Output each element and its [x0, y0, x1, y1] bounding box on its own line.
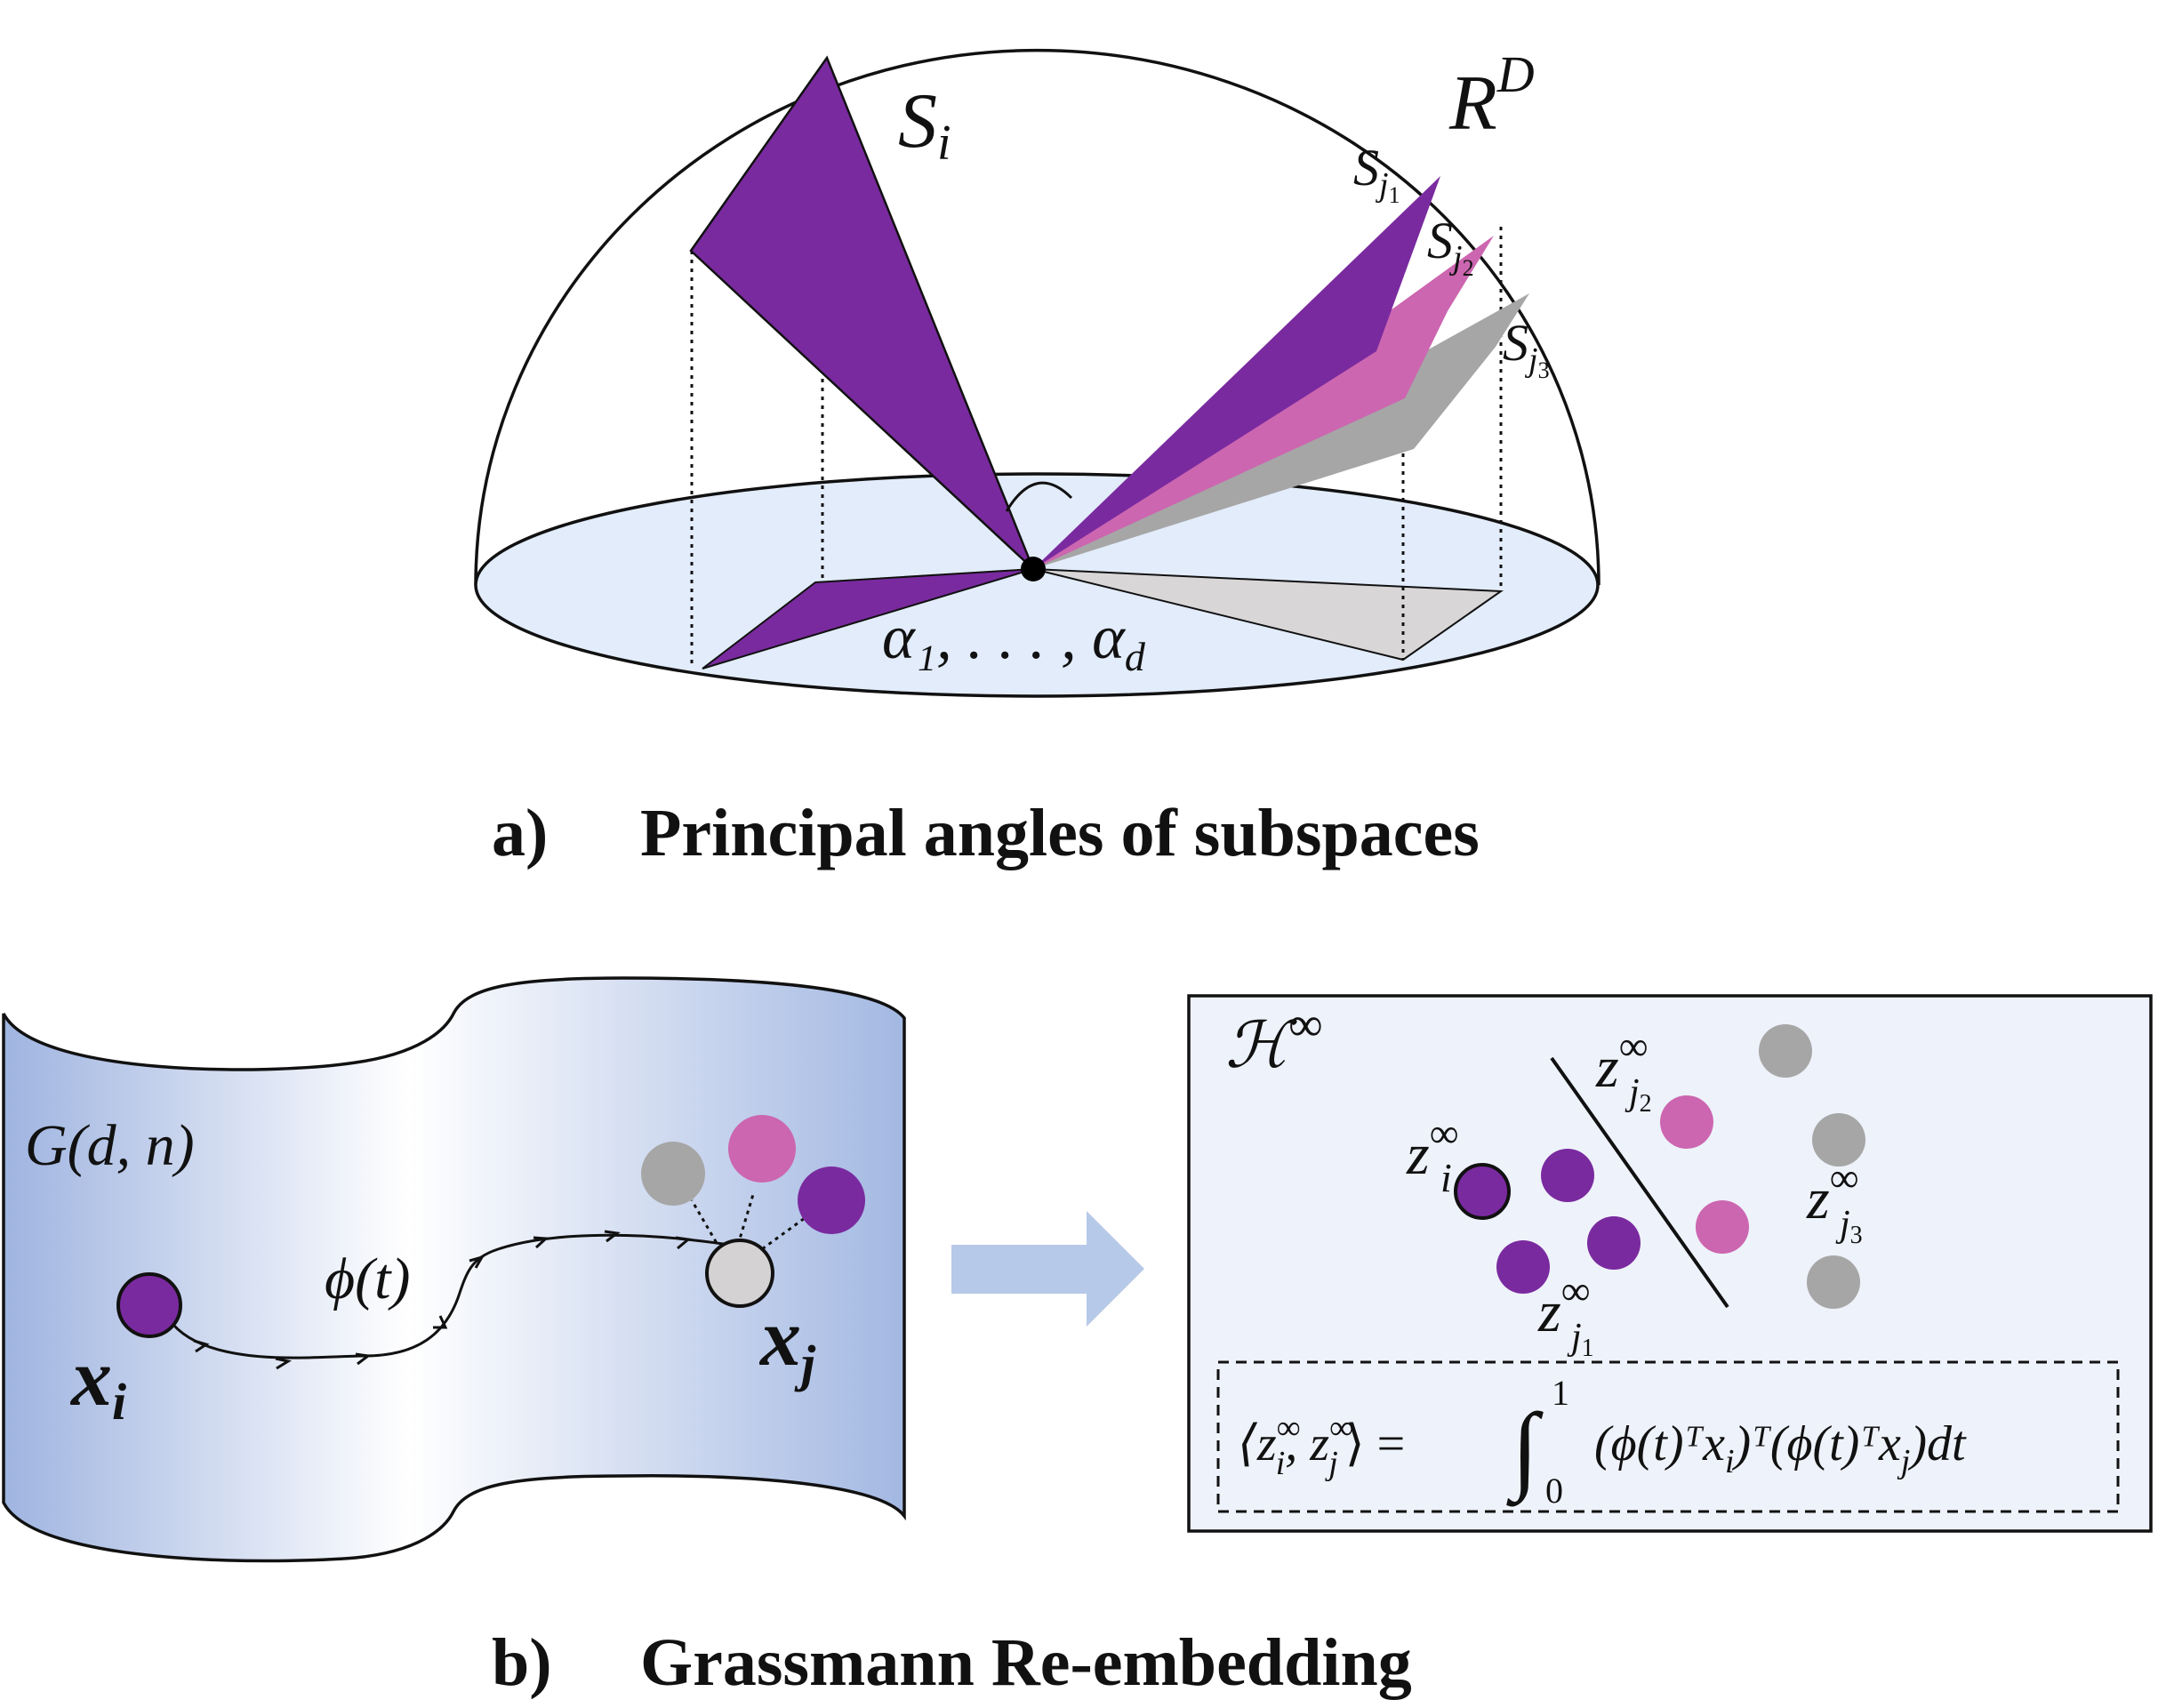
path-direction-arrows	[193, 1230, 692, 1370]
projection-si	[702, 568, 1034, 670]
subspace-sj1	[1033, 176, 1440, 569]
label-zj2: z∞j2	[1595, 1023, 1652, 1118]
embedded-purple-1	[1541, 1149, 1594, 1202]
geodesic-path	[172, 1233, 730, 1359]
caption-b-text: Grassmann Re-embedding	[640, 1625, 1412, 1700]
embedded-zi	[1454, 1163, 1511, 1220]
neighbor-pink	[728, 1115, 796, 1183]
label-manifold: G(d, n)	[25, 1113, 195, 1178]
kernel-lower-limit: 0	[1545, 1471, 1563, 1511]
projection-lines	[690, 227, 1503, 665]
neighbor-gray	[641, 1142, 705, 1206]
embedded-gray-2	[1812, 1113, 1865, 1167]
caption-a-letter: a)	[492, 796, 548, 870]
label-xj: xj	[758, 1292, 816, 1392]
kernel-formula: ⟨z∞i, z∞j⟩ =	[1238, 1409, 1405, 1482]
hemisphere-dome	[474, 48, 1600, 586]
embedded-gray-1	[1759, 1024, 1812, 1078]
embedded-purple-3	[1496, 1240, 1550, 1294]
embedded-pink-1	[1660, 1095, 1713, 1149]
embedded-pink-2	[1696, 1200, 1749, 1254]
label-xi: xi	[69, 1332, 126, 1431]
projection-sj	[1032, 568, 1504, 662]
label-sj3: Sj3	[1503, 314, 1550, 383]
point-xj	[705, 1239, 774, 1308]
point-xi	[116, 1272, 182, 1338]
panel-b-grassmann-reembedding: G(d, n) ϕ(t) xi xj ℋ∞ z∞i z∞j2	[2, 976, 2153, 1700]
embedded-gray-3	[1807, 1255, 1860, 1309]
hilbert-space-box	[1187, 994, 2153, 1533]
origin-point	[1021, 557, 1046, 581]
label-sj1: Sj1	[1353, 139, 1400, 208]
caption-a-text: Principal angles of subspaces	[640, 796, 1480, 870]
label-phi-t: ϕ(t)	[325, 1247, 410, 1311]
label-zi: z∞i	[1406, 1111, 1458, 1200]
label-hilbert: ℋ∞	[1225, 998, 1323, 1081]
label-zj3: z∞j3	[1806, 1155, 1863, 1249]
label-principal-angles: α₁, . . . , αd	[882, 604, 1146, 679]
mapping-arrow	[951, 1211, 1144, 1327]
label-si: Si	[898, 78, 951, 171]
kernel-formula-box	[1216, 1360, 2120, 1513]
neighbor-purple	[798, 1167, 865, 1234]
label-rd: RD	[1448, 45, 1535, 147]
kernel-integrand: (ϕ(t)ᵀxi)ᵀ(ϕ(t)ᵀxj)dt	[1594, 1416, 1967, 1480]
kernel-upper-limit: 1	[1552, 1373, 1569, 1413]
kernel-integral: ∫	[1506, 1393, 1544, 1507]
label-sj2: Sj2	[1427, 212, 1474, 281]
grassmann-manifold	[2, 976, 906, 1563]
panel-a-principal-angles: Si RD Sj1 Sj2 Sj3 α₁, . . . , αd a) Prin…	[474, 45, 1600, 870]
angle-arc	[1005, 481, 1073, 512]
caption-b-letter: b)	[492, 1625, 552, 1700]
embedded-purple-2	[1587, 1216, 1641, 1270]
label-zj1: z∞j1	[1537, 1268, 1594, 1362]
neighbor-connectors	[690, 1191, 806, 1255]
subspace-si	[689, 55, 1035, 570]
separating-hyperplane	[1550, 1056, 1729, 1309]
